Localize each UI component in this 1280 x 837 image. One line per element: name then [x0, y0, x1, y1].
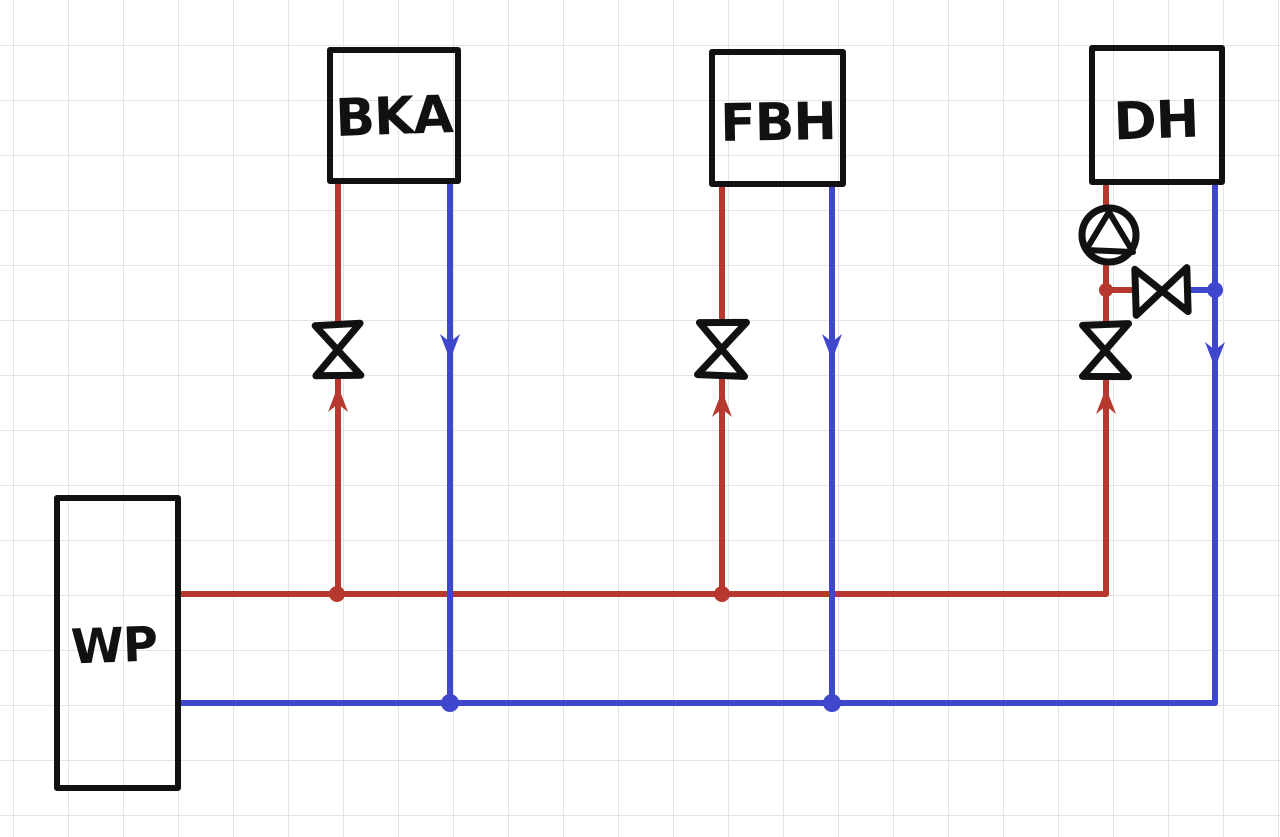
supply-junction-dot: [1099, 283, 1113, 297]
dh-bypass-valve-icon[interactable]: [1131, 264, 1192, 319]
component-symbols: [311, 204, 1192, 381]
return-flow-arrow-down-icon: [1205, 342, 1225, 368]
return-junction-dot: [823, 694, 841, 712]
unit-box-bka[interactable]: [327, 47, 461, 184]
dh-pump-icon[interactable]: [1078, 204, 1140, 266]
box-label-fbh[interactable]: FBH: [720, 92, 837, 154]
return-flow-arrow-down-icon: [440, 334, 460, 360]
dh-supply-valve-icon[interactable]: [1078, 320, 1133, 381]
return-junction-dot: [1207, 282, 1223, 298]
unit-box-dh[interactable]: [1089, 45, 1225, 185]
unit-box-fbh[interactable]: [709, 49, 846, 187]
box-label-dh[interactable]: DH: [1113, 90, 1200, 153]
supply-junction-dot: [714, 586, 730, 602]
supply-flow-arrow-up-icon: [1096, 388, 1116, 414]
return-markers: [440, 282, 1225, 712]
bka-supply-valve-icon[interactable]: [311, 319, 365, 380]
return-junction-dot: [441, 694, 459, 712]
fbh-supply-valve-icon[interactable]: [694, 318, 750, 380]
box-label-wp[interactable]: WP: [70, 617, 158, 676]
pump-impeller-triangle: [1083, 209, 1136, 255]
return-pipes[interactable]: [175, 178, 1218, 706]
unit-box-wp[interactable]: [54, 495, 181, 791]
supply-markers: [328, 283, 1116, 602]
supply-flow-arrow-up-icon: [712, 391, 732, 417]
box-label-bka[interactable]: BKA: [334, 85, 454, 149]
supply-pipes[interactable]: [175, 178, 1139, 597]
supply-junction-dot: [329, 586, 345, 602]
supply-flow-arrow-up-icon: [328, 386, 348, 412]
return-flow-arrow-down-icon: [822, 334, 842, 360]
